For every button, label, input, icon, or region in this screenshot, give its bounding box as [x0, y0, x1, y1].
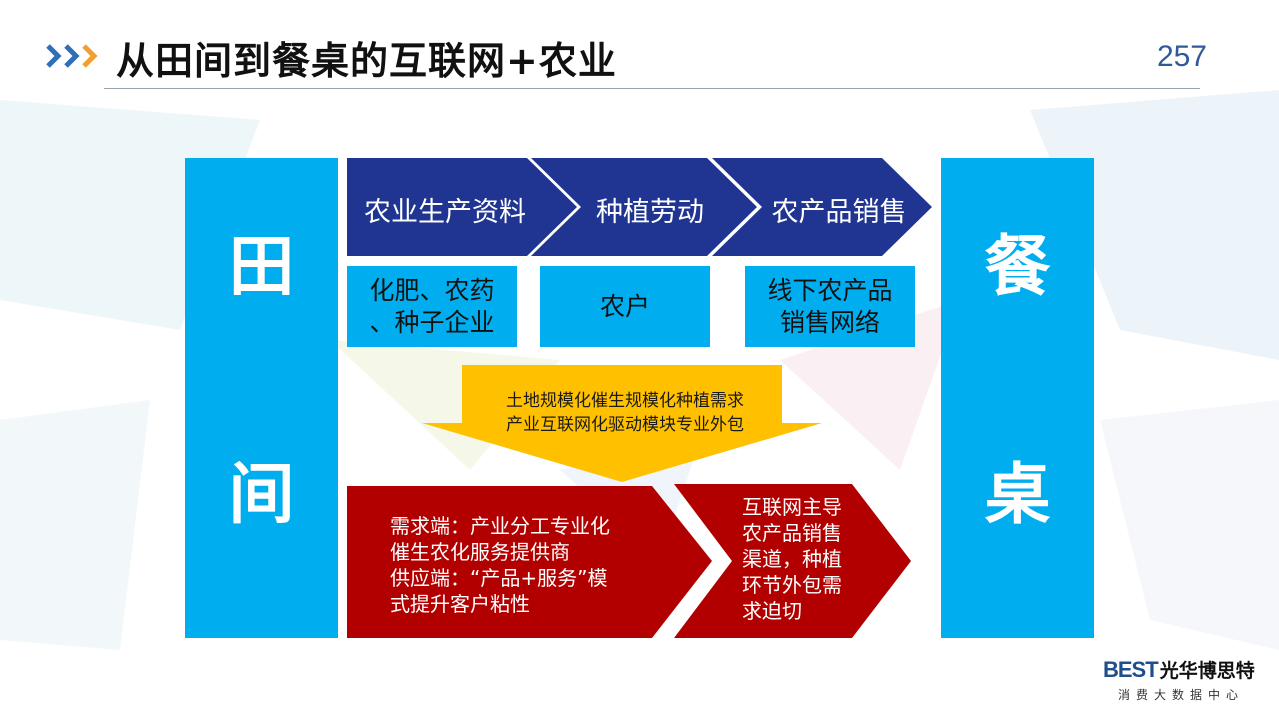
- outcome-line: 求迫切: [742, 599, 802, 623]
- header-divider: [104, 88, 1200, 89]
- participant-text: 销售网络: [779, 307, 880, 337]
- header-chevron-icon: [46, 44, 98, 68]
- outcome-line: 式提升客户粘性: [390, 592, 530, 616]
- outcome-line: 供应端：“产品+服务”模: [390, 566, 608, 590]
- outcome-line: 催生农化服务提供商: [390, 540, 570, 564]
- participant-text: 农户: [599, 291, 650, 321]
- process-chevron-1: [347, 158, 577, 256]
- participant-text: 化肥、农药: [369, 275, 495, 305]
- page-title: 从田间到餐桌的互联网+农业: [116, 39, 617, 83]
- logo-name: 光华博思特: [1159, 660, 1255, 682]
- participant-box: 线下农产品销售网络: [745, 266, 915, 347]
- outcome-line: 环节外包需: [742, 573, 842, 597]
- left-column-field: 田 间: [185, 158, 338, 638]
- process-step-label: 农业生产资料: [364, 197, 526, 228]
- process-chevron-3: [712, 158, 932, 256]
- right-column-top-char: 餐: [984, 228, 1051, 305]
- driver-arrow: [422, 365, 822, 482]
- participant-box: 农户: [540, 266, 710, 347]
- process-chevron-2: [531, 158, 757, 256]
- right-column-table: 餐 桌: [941, 158, 1094, 638]
- outcome-line: 需求端：产业分工专业化: [390, 514, 610, 538]
- outcome-left-text: 需求端：产业分工专业化 催生农化服务提供商 供应端：“产品+服务”模 式提升客户…: [390, 513, 610, 617]
- process-step-label: 农产品销售: [771, 197, 907, 228]
- outcome-line: 渠道，种植: [742, 547, 842, 571]
- outcome-arrow-right: [674, 484, 911, 638]
- participant-box: 化肥、农药、种子企业: [347, 266, 517, 347]
- participant-text: 、种子企业: [369, 307, 495, 337]
- outcome-line: 互联网主导: [742, 495, 842, 519]
- left-column-bottom-char: 间: [228, 456, 295, 533]
- driver-arrow-text: 土地规模化催生规模化种植需求 产业互联网化驱动模块专业外包: [440, 389, 810, 437]
- logo-mark: BEST: [1103, 657, 1159, 682]
- left-column-top-char: 田: [228, 228, 295, 305]
- driver-line: 产业互联网化驱动模块专业外包: [506, 415, 744, 435]
- participant-text: 线下农产品: [767, 275, 893, 305]
- right-column-bottom-char: 桌: [984, 456, 1051, 533]
- outcome-right-text: 互联网主导 农产品销售 渠道，种植 环节外包需 求迫切: [742, 494, 842, 624]
- process-step-label: 种植劳动: [596, 197, 704, 228]
- outcome-arrow-left: [347, 486, 712, 638]
- logo-subtitle: 消费大数据中心: [1118, 688, 1245, 702]
- driver-line: 土地规模化催生规模化种植需求: [506, 391, 744, 411]
- page-number: 257: [1156, 40, 1207, 73]
- outcome-line: 农产品销售: [742, 521, 842, 545]
